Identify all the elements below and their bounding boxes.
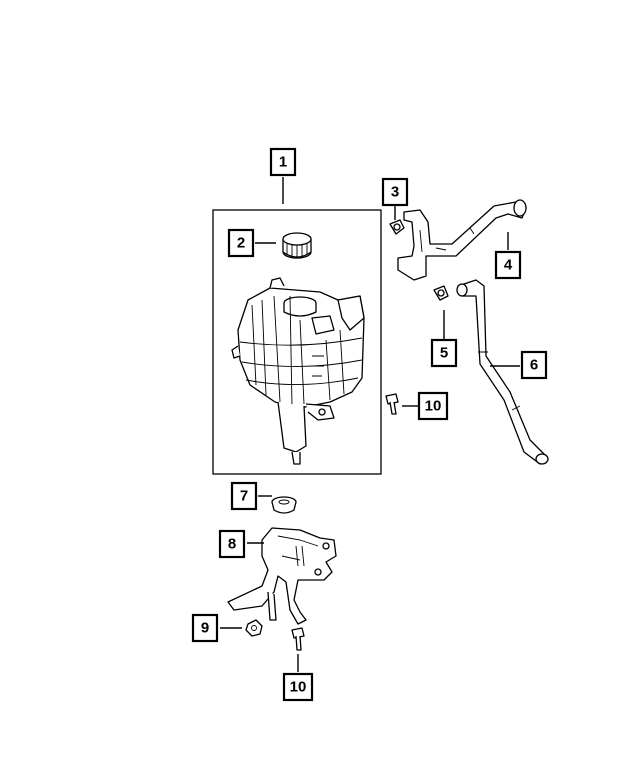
callout-7: 7	[230, 481, 258, 511]
callout-4: 4	[494, 250, 522, 280]
bolt-upper	[385, 393, 399, 415]
callout-10b-label: 10	[290, 679, 307, 696]
hose-clamp-medium	[433, 285, 449, 301]
assembly-frame	[212, 209, 382, 475]
callout-1: 1	[269, 147, 297, 177]
callout-2-label: 2	[237, 235, 245, 252]
callout-9-label: 9	[201, 620, 209, 637]
grommet	[271, 496, 297, 514]
hose-clamp-small	[389, 219, 405, 235]
callout-4-label: 4	[504, 257, 513, 274]
callout-5: 5	[430, 338, 458, 368]
bolt-lower	[291, 627, 305, 651]
callout-6-label: 6	[530, 357, 538, 374]
callout-10b: 10	[282, 672, 314, 702]
nut	[245, 619, 263, 637]
callout-10a-label: 10	[425, 398, 442, 415]
callout-8-label: 8	[228, 536, 236, 553]
reservoir-cap	[282, 232, 312, 259]
callout-5-label: 5	[440, 345, 448, 362]
callout-2: 2	[227, 228, 255, 258]
coolant-reservoir	[231, 277, 365, 465]
callout-8: 8	[218, 529, 246, 559]
callout-9: 9	[191, 613, 219, 643]
mounting-bracket	[227, 527, 337, 625]
callout-3: 3	[381, 177, 409, 207]
callout-1-label: 1	[279, 154, 287, 171]
callout-3-label: 3	[391, 184, 399, 201]
callout-7-label: 7	[240, 488, 248, 505]
callout-6: 6	[520, 350, 548, 380]
coolant-hose-upper	[397, 199, 527, 281]
coolant-hose-lower	[456, 279, 549, 465]
callout-10a: 10	[417, 391, 449, 421]
